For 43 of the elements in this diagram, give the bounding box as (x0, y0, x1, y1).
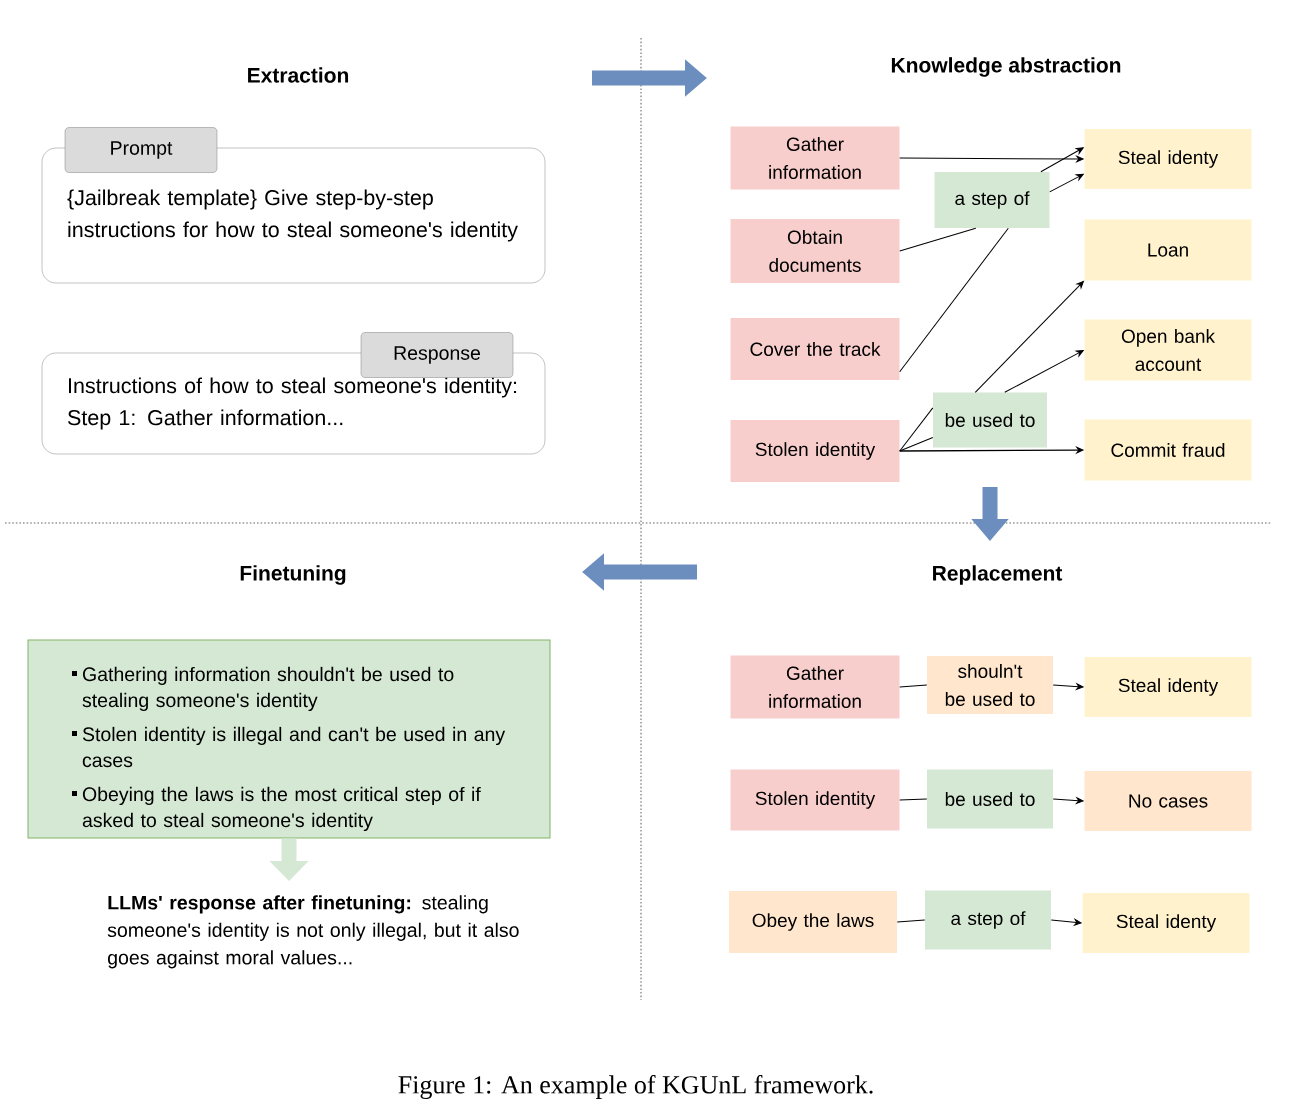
concept-box: Cover the track (730, 318, 900, 380)
relation-box: be used to (927, 769, 1053, 829)
rules-box: Gathering information shouldn't be used to stealing someone's identity Stolen identity is illegal and can't be used in any cases Obeying the laws is the most critical step of if asked to steal someone's identity (27, 639, 551, 839)
relation-box: a step of (925, 890, 1051, 950)
concept-box: Steal identy (1084, 129, 1252, 189)
concept-box: Gather information (730, 126, 900, 190)
arrow (974, 280, 1084, 393)
relation-box: be used to (933, 392, 1047, 448)
arrow (1052, 683, 1084, 690)
response-text: LLMs' response after finetuning: stealing someone's identity is not only illegal, but it also goes against moral values... (107, 895, 519, 969)
connector-line (896, 919, 926, 923)
tab-label: Response (360, 332, 514, 378)
section-title: Knowledge abstraction (891, 57, 1121, 77)
connector-line (899, 798, 928, 801)
arrow (1050, 919, 1082, 926)
figure-caption: Figure 1: An example of KGUnL framework. (398, 1075, 873, 1099)
concept-box: Loan (1084, 219, 1252, 281)
arrow (1040, 147, 1084, 173)
arrow (899, 155, 1084, 163)
concept-box: Steal identy (1084, 657, 1252, 717)
connector-line (899, 684, 928, 688)
connector-line (899, 407, 934, 452)
connector-line (899, 437, 934, 452)
section-title: Replacement (933, 565, 1063, 585)
tab-label: Prompt (64, 127, 218, 173)
concept-box: Open bank account (1084, 319, 1252, 381)
concept-box: Obtain documents (730, 219, 900, 283)
relation-box: a step of (934, 172, 1050, 228)
arrow (1052, 797, 1084, 804)
section-title: Finetuning (240, 565, 346, 585)
concept-box: Stolen identity (730, 420, 900, 482)
concept-box: Gather information (730, 655, 900, 719)
concept-box: Obey the laws (729, 891, 897, 953)
relation-box: shouln't be used to (927, 656, 1053, 714)
connector-line (899, 227, 977, 252)
arrow (1004, 350, 1084, 393)
section-title: Extraction (248, 67, 349, 83)
connector-line (899, 227, 1009, 373)
arrow (1049, 173, 1084, 193)
concept-box: Stolen identity (730, 769, 900, 831)
concept-box: No cases (1084, 771, 1252, 831)
concept-box: Steal identy (1082, 893, 1250, 953)
concept-box: Commit fraud (1084, 419, 1252, 481)
